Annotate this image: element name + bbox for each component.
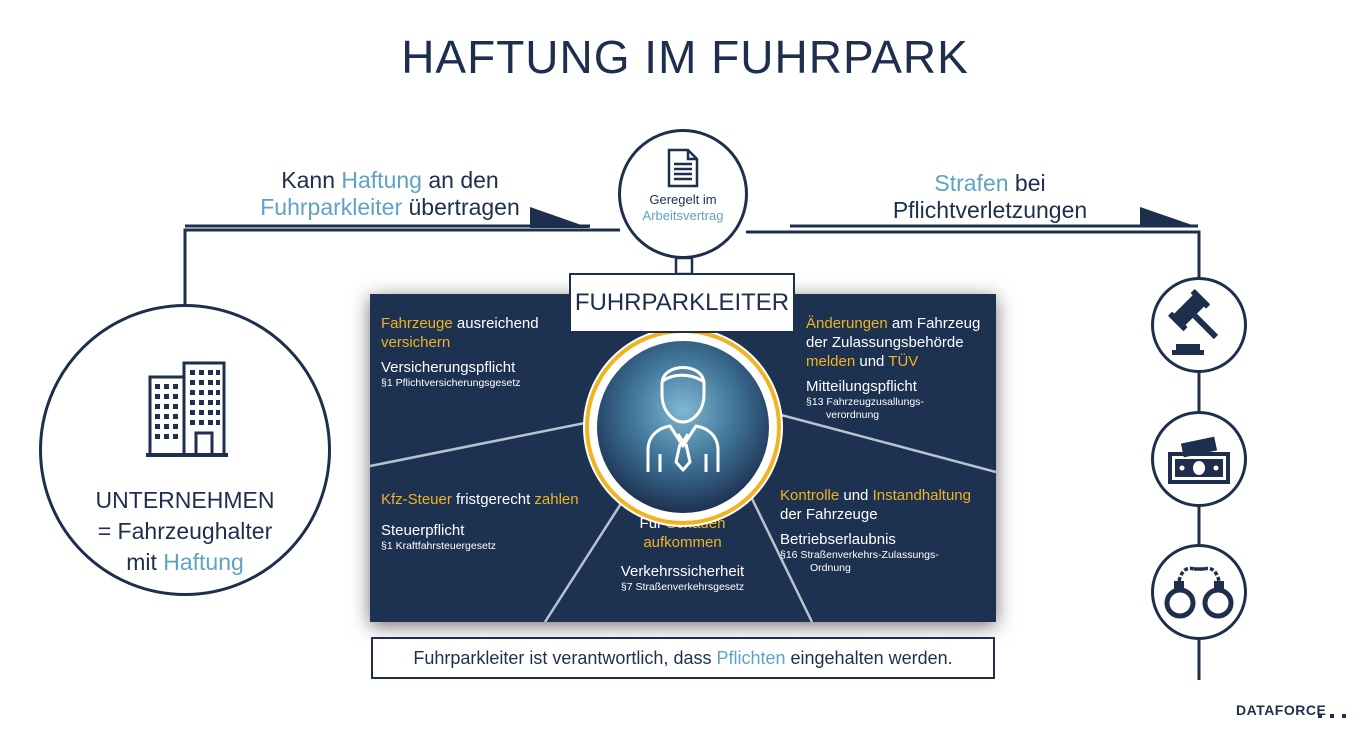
- left-arrow-label: Kann Haftung an den Fuhrparkleiter übert…: [260, 167, 520, 220]
- company-line2: = Fahrzeughalter: [97, 518, 273, 544]
- contract-circle: Geregelt im Arbeitsvertrag: [618, 129, 748, 259]
- company-line3: mit Haftung: [126, 549, 244, 575]
- money-circle: [1151, 411, 1247, 507]
- dataforce-logo: DATAFORCE: [1236, 702, 1327, 718]
- right-arrow-label: Strafen bei Pflichtverletzungen: [892, 170, 1088, 223]
- document-icon: [667, 148, 699, 188]
- fleet-manager-label: FUHRPARKLEITER: [569, 273, 795, 333]
- page-title: HAFTUNG IM FUHRPARK: [401, 31, 969, 83]
- contract-line1: Geregelt im: [649, 192, 717, 207]
- gavel-circle: [1151, 277, 1247, 373]
- contract-line2: Arbeitsvertrag: [642, 208, 724, 223]
- company-circle: UNTERNEHMEN = Fahrzeughalter mit Haftung: [39, 304, 331, 596]
- company-line1: UNTERNEHMEN: [95, 487, 275, 513]
- building-icon: [146, 361, 228, 457]
- segment-tax: Kfz-Steuer fristgerecht zahlen Steuerpfl…: [381, 491, 579, 552]
- logo-dots: [1318, 714, 1346, 718]
- handcuffs-icon: [1164, 566, 1234, 619]
- gavel-icon: [1168, 289, 1219, 355]
- money-icon: [1168, 436, 1230, 484]
- responsibility-note: Fuhrparkleiter ist verantwortlich, dass …: [371, 637, 995, 679]
- handcuffs-circle: [1151, 544, 1247, 640]
- manager-medallion: [583, 327, 783, 527]
- person-icon: [646, 366, 720, 472]
